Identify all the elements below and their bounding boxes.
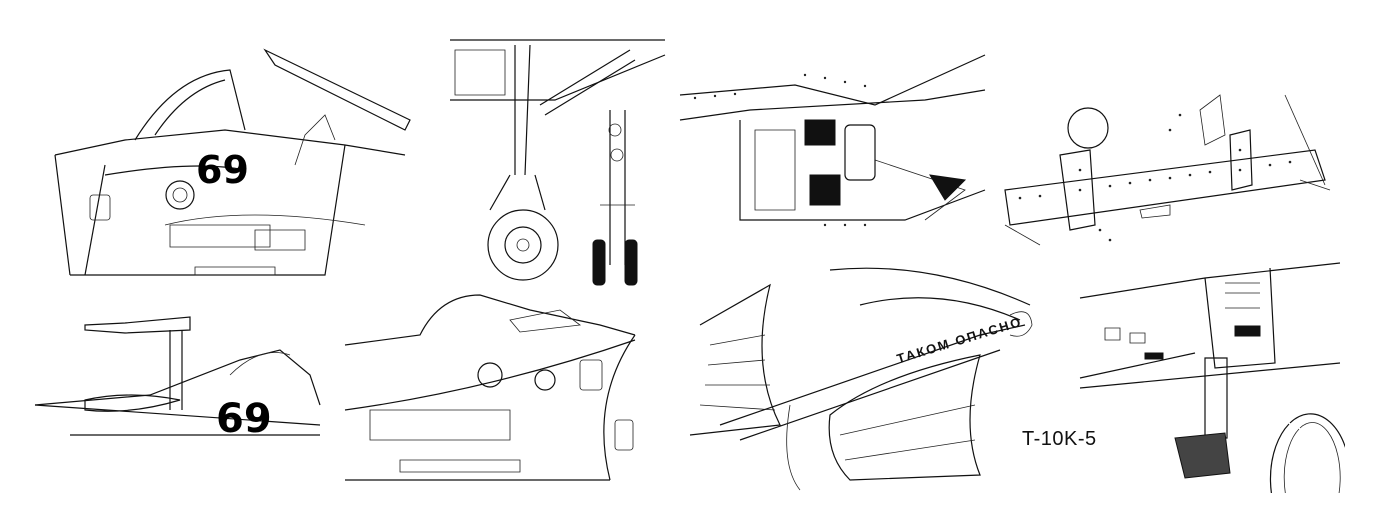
- tail-number: 69: [216, 396, 272, 442]
- drawing-forward-fuselage: [340, 290, 670, 485]
- drawing-cockpit-side: [45, 45, 415, 285]
- drawing-main-landing-gear: [445, 25, 670, 290]
- drawing-caption: T-10K-5: [1022, 428, 1097, 450]
- drawing-refuelling-probe: [30, 305, 325, 450]
- drawing-fuselage-panel: [1000, 90, 1335, 255]
- drawing-engine-bay: [675, 40, 990, 240]
- tail-number: 69: [196, 148, 249, 192]
- drawing-nose-gear: [1075, 258, 1345, 493]
- drawing-air-intake: [680, 265, 1035, 495]
